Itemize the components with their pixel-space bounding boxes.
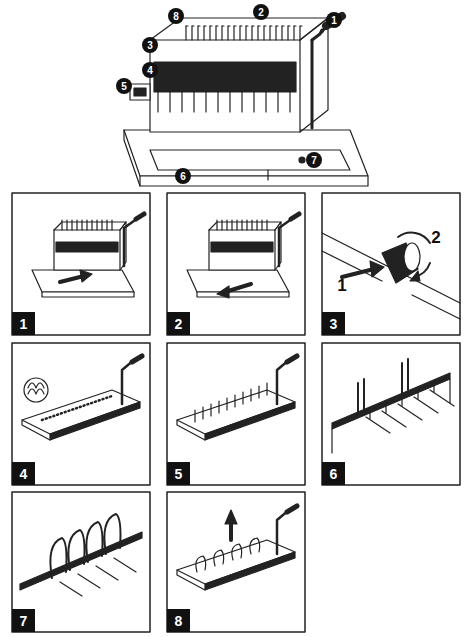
callout-number: 4 bbox=[142, 62, 158, 78]
callout-number: 5 bbox=[116, 78, 132, 94]
callout-number: 6 bbox=[175, 168, 191, 184]
step-number: 1 bbox=[12, 312, 35, 335]
step-number: 3 bbox=[322, 312, 345, 335]
callout-number: 7 bbox=[306, 152, 322, 168]
step-number: 8 bbox=[167, 609, 190, 632]
step-number: 2 bbox=[167, 312, 190, 335]
arrow-step-label: 1 bbox=[334, 276, 350, 296]
step-number: 4 bbox=[12, 462, 35, 485]
step-number: 6 bbox=[322, 462, 345, 485]
callout-number: 8 bbox=[168, 8, 184, 24]
arrow-step-label: 2 bbox=[428, 228, 444, 248]
callout-number: 1 bbox=[326, 12, 342, 28]
callout-number: 3 bbox=[142, 37, 158, 53]
step-number: 5 bbox=[167, 462, 190, 485]
step-number: 7 bbox=[12, 609, 35, 632]
callout-number: 2 bbox=[253, 4, 269, 20]
